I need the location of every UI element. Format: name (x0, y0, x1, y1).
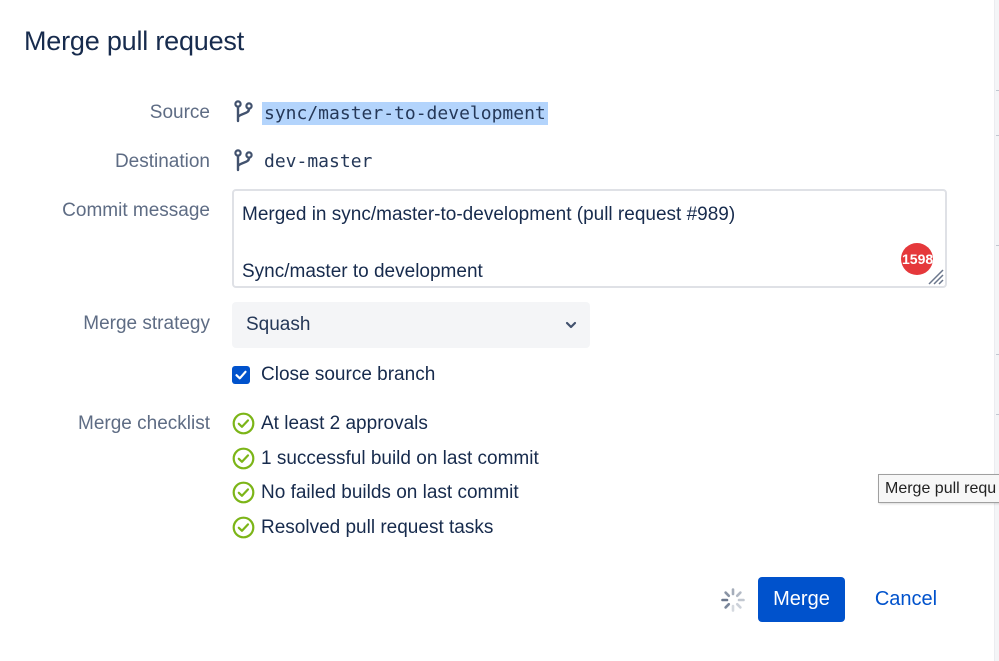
check-circle-icon (232, 481, 255, 504)
character-count-badge: 1598 (901, 243, 933, 275)
edge-tick (996, 354, 999, 355)
destination-label: Destination (114, 151, 210, 172)
cancel-button[interactable]: Cancel (860, 577, 952, 622)
edge-tick (996, 135, 999, 136)
background-page-edge (994, 0, 999, 661)
dialog-title: Merge pull request (24, 26, 245, 56)
check-circle-icon (232, 516, 255, 539)
chevron-down-icon (565, 321, 577, 329)
merge-checklist-label: Merge checklist (78, 413, 210, 434)
branch-icon (234, 149, 253, 172)
checkmark-icon (235, 370, 247, 380)
commit-message-line: Merged in sync/master-to-development (pu… (242, 204, 736, 225)
close-source-branch-checkbox[interactable] (232, 366, 250, 384)
merge-strategy-select[interactable]: Squash (232, 302, 590, 348)
source-branch[interactable]: sync/master-to-development (262, 102, 548, 125)
branch-icon (234, 100, 253, 123)
merge-strategy-label: Merge strategy (83, 313, 210, 334)
merge-strategy-value: Squash (246, 314, 311, 335)
destination-branch: dev-master (264, 151, 373, 172)
commit-message-label: Commit message (62, 200, 210, 221)
merge-button[interactable]: Merge (758, 577, 845, 622)
commit-message-textarea[interactable]: Merged in sync/master-to-development (pu… (232, 189, 947, 288)
close-source-branch-label[interactable]: Close source branch (261, 364, 436, 385)
checklist-item-text: Resolved pull request tasks (261, 517, 494, 538)
edge-tick (996, 90, 999, 91)
source-label: Source (149, 102, 210, 123)
spinner-icon (721, 588, 745, 612)
checklist-item-text: 1 successful build on last commit (261, 448, 539, 469)
edge-tick (996, 245, 999, 246)
checklist-item-text: At least 2 approvals (261, 413, 428, 434)
check-circle-icon (232, 447, 255, 470)
tooltip: Merge pull requ (878, 474, 999, 503)
commit-message-line (242, 230, 937, 259)
resize-grip-icon[interactable] (926, 267, 944, 285)
edge-tick (996, 414, 999, 415)
check-circle-icon (232, 412, 255, 435)
checklist-item-text: No failed builds on last commit (261, 482, 519, 503)
commit-message-line: Sync/master to development (242, 261, 483, 282)
tooltip-text: Merge pull requ (885, 480, 997, 497)
